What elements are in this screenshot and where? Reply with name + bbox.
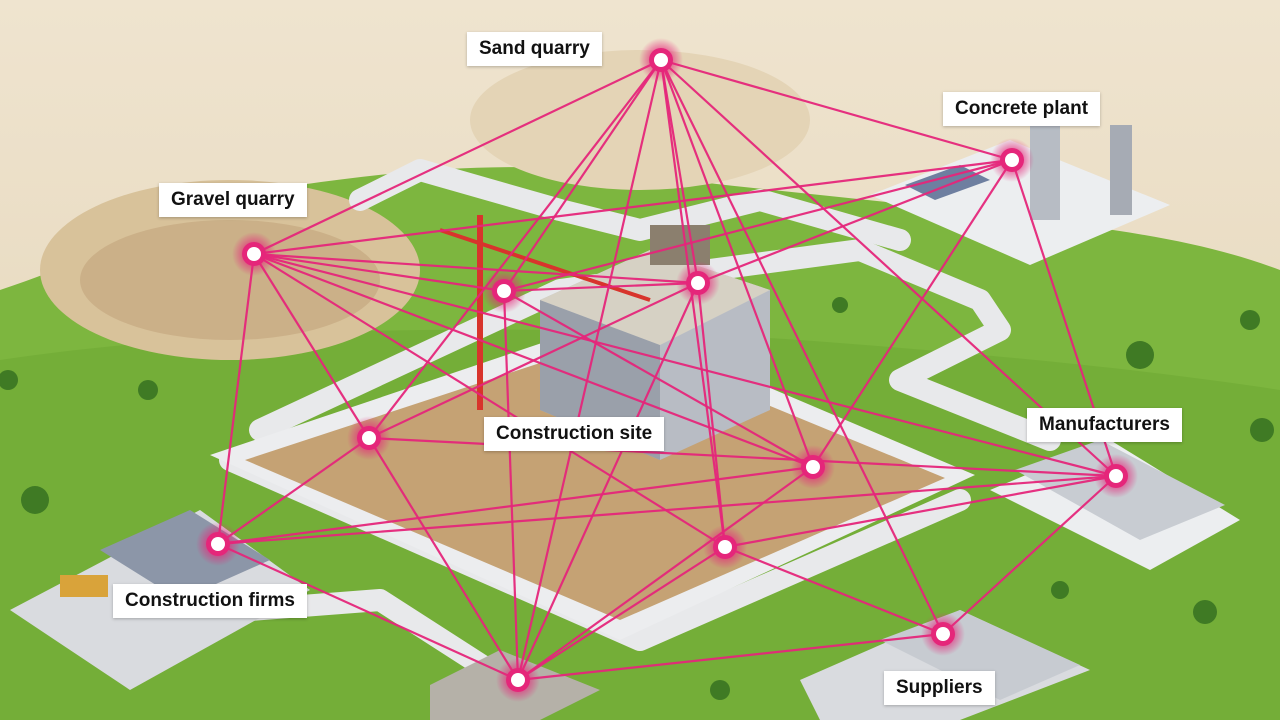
label-sand-quarry: Sand quarry — [467, 32, 602, 66]
label-construction-firms: Construction firms — [113, 584, 307, 618]
network-edge-site-south-bottom-building — [517, 546, 726, 681]
node-center — [511, 673, 525, 687]
node-site-south — [703, 525, 747, 569]
tree — [1193, 600, 1217, 624]
network-edge-gravel-quarry-site-west — [253, 253, 370, 439]
network-edge-sand-quarry-manufacturers — [660, 59, 1117, 477]
node-site-left — [482, 269, 526, 313]
node-center — [211, 537, 225, 551]
main-road — [249, 239, 1061, 451]
network-edge-gravel-quarry-site-top — [253, 252, 699, 285]
node-sand-quarry — [639, 38, 683, 82]
network-edge-sand-quarry-concrete-plant — [660, 58, 1013, 162]
label-concrete-plant: Concrete plant — [943, 92, 1101, 126]
network-edge-manufacturers-suppliers — [942, 475, 1117, 635]
network-edge-site-west-bottom-building — [368, 437, 519, 681]
tree — [1051, 581, 1069, 599]
network-edge-concrete-plant-site-east — [812, 159, 1013, 468]
crane-jib — [439, 228, 651, 302]
network-edge-gravel-quarry-construction-firms — [216, 253, 256, 545]
network-edge-concrete-plant-site-top — [697, 158, 1013, 285]
network-edge-sand-quarry-suppliers — [660, 59, 944, 635]
network-edge-gravel-quarry-manufacturers — [253, 252, 1117, 478]
node-center — [936, 627, 950, 641]
firms-truck — [60, 575, 108, 597]
node-concrete-plant — [990, 138, 1034, 182]
label-construction-site: Construction site — [484, 417, 665, 451]
network-edge-gravel-quarry-site-left — [253, 252, 505, 293]
node-construction-firms — [196, 522, 240, 566]
network-edge-site-south-manufacturers — [724, 474, 1117, 549]
label-gravel-quarry: Gravel quarry — [159, 183, 307, 217]
tree — [832, 297, 848, 313]
sand-quarry-pit — [470, 50, 810, 190]
tree — [0, 370, 18, 390]
tree — [1126, 341, 1154, 369]
gravel-quarry-pit-inner — [80, 220, 380, 340]
network-edge-site-west-construction-firms — [217, 437, 370, 545]
node-center — [654, 53, 668, 67]
network-edge-site-left-site-east — [503, 290, 814, 468]
network-edge-suppliers-bottom-building — [517, 632, 944, 682]
node-center — [1109, 469, 1123, 483]
network-edge-construction-firms-bottom-building — [217, 542, 519, 682]
node-center — [497, 284, 511, 298]
concrete-plant-area — [870, 110, 1170, 265]
node-center — [1005, 153, 1019, 167]
tree — [138, 380, 158, 400]
tree — [21, 486, 49, 514]
label-manufacturers: Manufacturers — [1027, 408, 1182, 442]
node-site-west — [347, 416, 391, 460]
network-edge-sand-quarry-site-top — [659, 59, 700, 284]
north-road — [349, 159, 911, 251]
concrete-tower — [1110, 125, 1132, 215]
node-center — [691, 276, 705, 290]
node-site-east — [791, 445, 835, 489]
network-edge-site-top-site-west — [368, 282, 699, 439]
tree — [1240, 310, 1260, 330]
network-edges — [216, 58, 1118, 682]
trees — [0, 297, 1274, 700]
network-edge-site-south-suppliers — [724, 545, 944, 636]
node-manufacturers — [1094, 454, 1138, 498]
network-edge-site-top-bottom-building — [516, 282, 700, 681]
node-center — [718, 540, 732, 554]
concrete-plant-building — [905, 165, 990, 200]
network-edge-site-left-bottom-building — [502, 290, 520, 681]
node-center — [362, 431, 376, 445]
firms-building — [100, 510, 270, 600]
network-edge-site-top-site-south — [696, 282, 727, 548]
network-edge-gravel-quarry-site-south — [253, 253, 726, 548]
network-nodes — [196, 38, 1138, 702]
network-edge-sand-quarry-bottom-building — [516, 59, 663, 681]
network-edge-sand-quarry-site-left — [503, 59, 662, 292]
label-suppliers: Suppliers — [884, 671, 995, 705]
tree — [1250, 418, 1274, 442]
concrete-silo — [1030, 110, 1060, 220]
node-center — [806, 460, 820, 474]
network-edge-manufacturers-construction-firms — [217, 474, 1117, 546]
network-edge-sand-quarry-gravel-quarry — [253, 59, 662, 255]
node-bottom-building — [496, 658, 540, 702]
node-center — [247, 247, 261, 261]
network-edge-sand-quarry-site-west — [368, 59, 662, 439]
network-edge-site-east-construction-firms — [217, 465, 814, 546]
node-suppliers — [921, 612, 965, 656]
network-edge-concrete-plant-gravel-quarry — [253, 158, 1013, 256]
network-edge-sand-quarry-site-east — [659, 59, 815, 468]
network-edge-concrete-plant-site-left — [503, 158, 1013, 293]
tree — [710, 680, 730, 700]
node-site-top — [676, 261, 720, 305]
node-gravel-quarry — [232, 232, 276, 276]
network-edge-site-left-site-top — [503, 281, 699, 293]
